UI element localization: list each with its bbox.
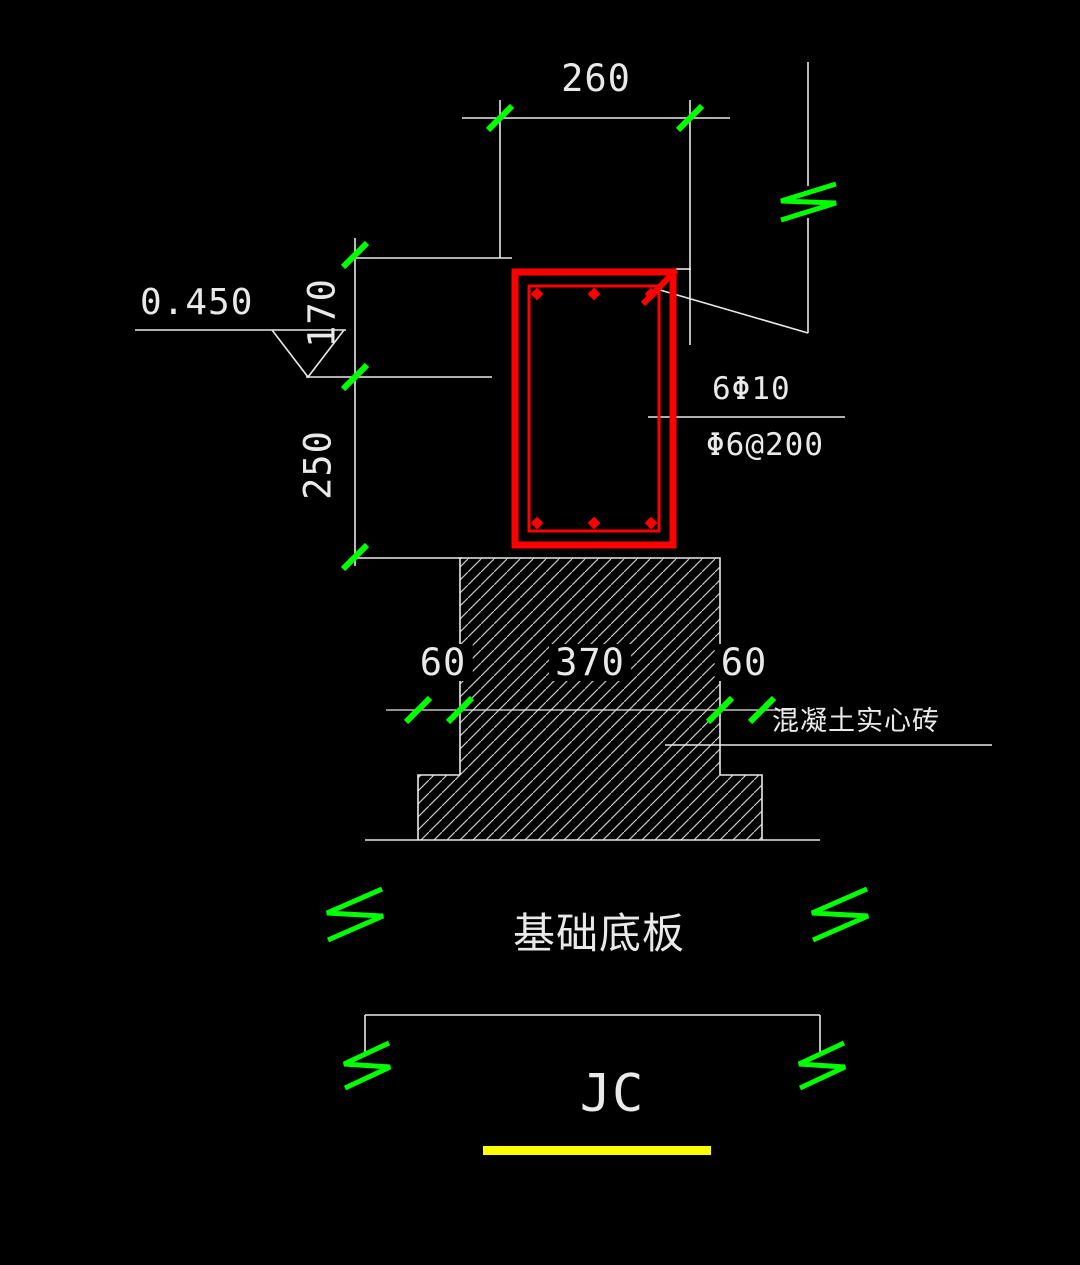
beam-corner-diagonal [640, 267, 679, 307]
elevation-value: 0.450 [140, 282, 254, 323]
masonry-hatch [418, 558, 762, 840]
beam-outer-rect [511, 268, 677, 549]
break-symbols [326, 181, 869, 1091]
rebar-dot [644, 516, 658, 530]
tick [485, 103, 515, 133]
top-dimension-lines [462, 100, 730, 345]
title-underline [483, 1146, 711, 1155]
label-main-rebar: 6Φ10 [712, 371, 791, 407]
rebar-dot [530, 516, 544, 530]
wall-outline [356, 257, 809, 334]
rebar-dot [530, 287, 544, 301]
break-top-right [780, 181, 837, 223]
drawing-title: JC [579, 1064, 645, 1124]
rebar-dot [587, 516, 601, 530]
dim-step-left: 60 [413, 644, 473, 681]
tick [747, 695, 777, 725]
footing-step-right [720, 774, 763, 840]
ring-beam [511, 267, 679, 549]
rebar-diamonds [530, 287, 658, 530]
tick [705, 695, 735, 725]
break-bottom-right [797, 1040, 847, 1091]
slab-outline [364, 839, 821, 1052]
tick [403, 695, 433, 725]
leader-lines [648, 416, 992, 746]
break-slab-right [811, 886, 869, 943]
line-work [135, 62, 992, 1052]
break-bottom-left [342, 1040, 392, 1091]
tick [445, 695, 475, 725]
tick [340, 240, 370, 270]
dim-wall-width: 260 [561, 57, 631, 100]
dimension-ticks [340, 103, 777, 725]
tick [340, 362, 370, 392]
vertical-dimension [352, 238, 462, 566]
elevation-marker [135, 329, 492, 379]
footing-step-left [417, 774, 460, 840]
label-stirrup: Φ6@200 [706, 427, 824, 463]
rebar-dot [587, 287, 601, 301]
label-brick-note: 混凝土实心砖 [772, 706, 940, 737]
label-slab: 基础底板 [504, 913, 694, 955]
tick [340, 542, 370, 572]
break-slab-left [326, 886, 384, 943]
dim-step-right: 60 [714, 644, 774, 681]
wall-diagonal [659, 289, 809, 334]
tick [675, 103, 705, 133]
dim-height-250: 250 [296, 430, 340, 500]
beam-stirrup-rect [527, 284, 661, 533]
dim-pier-width: 370 [549, 644, 631, 681]
dim-height-170: 170 [300, 278, 344, 348]
footing-step-hatch [418, 775, 762, 840]
